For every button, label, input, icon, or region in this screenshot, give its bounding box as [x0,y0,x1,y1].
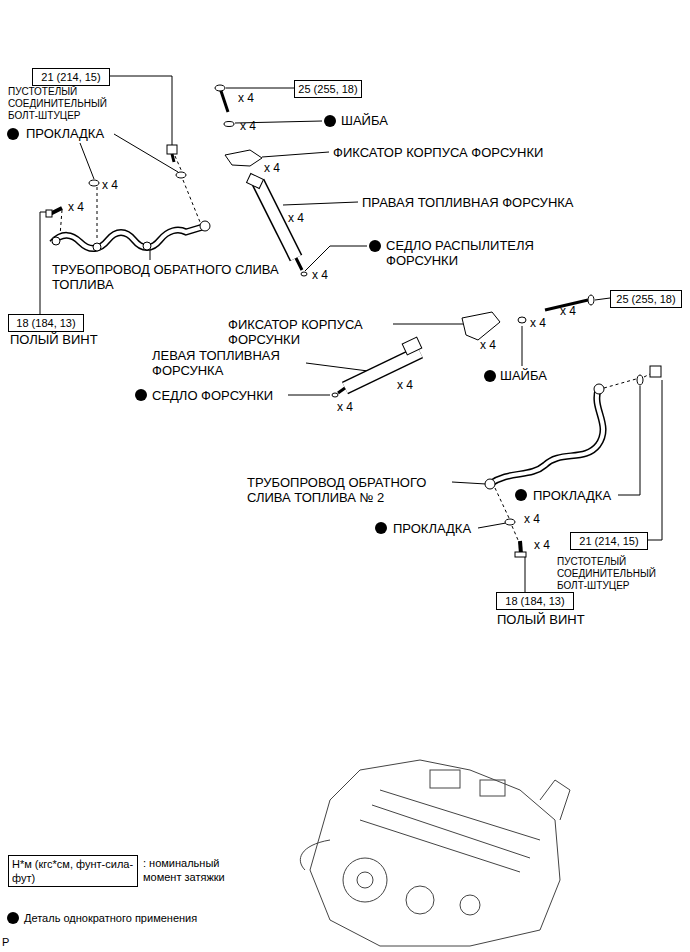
quantity-label: x 4 [534,538,550,552]
part-label: ШАЙБА [341,113,388,128]
part-label: ФИКСАТОР КОРПУСА ФОРСУНКИ [333,145,543,160]
return-pipe-2 [485,366,661,557]
torque-value: 18 (184, 13) [500,594,570,608]
quantity-label: x 4 [530,316,546,330]
torque-box: 25 (255, 18) [610,290,682,308]
part-label: ПУСТОТЕЛЫЙ СОЕДИНИТЕЛЬНЫЙ БОЛТ-ШТУЦЕР [8,86,113,122]
assembly-lines [60,156,650,540]
quantity-label: x 4 [524,512,540,526]
torque-value: 21 (214, 15) [36,70,106,84]
part-label: ТРУБОПРОВОД ОБРАТНОГО СЛИВА ТОПЛИВА [52,262,337,292]
torque-value: 25 (255, 18) [298,82,358,96]
torque-value: 18 (184, 13) [12,316,80,330]
quantity-label: x 4 [288,211,304,225]
part-label: ПРОКЛАДКА [393,521,471,536]
figure-code: P [2,936,9,949]
part-label: СЕДЛО РАСПЫЛИТЕЛЯ ФОРСУНКИ [386,238,576,268]
part-label: ФИКСАТОР КОРПУСА ФОРСУНКИ [228,317,388,347]
part-label: ПРОКЛАДКА [533,488,611,503]
quantity-label: x 4 [102,178,118,192]
torque-box: 18 (184, 13) [496,592,574,610]
quantity-label: x 4 [480,338,496,352]
part-label: ПРОКЛАДКА [26,126,104,141]
right-injector-group [215,85,307,276]
quantity-label: x 4 [312,268,328,282]
part-label: СЕДЛО ФОРСУНКИ [152,388,273,403]
torque-box: 21 (214, 15) [32,68,110,86]
part-label: ПОЛЫЙ ВИНТ [497,612,585,627]
fittings [46,145,186,217]
leader-lines [40,76,662,592]
legend-unit-box: Н*м (кгс*см, фунт-сила-фут) [8,855,138,887]
torque-box: 25 (255, 18) [294,80,362,98]
quantity-label: x 4 [337,400,353,414]
part-label: ПРАВАЯ ТОПЛИВНАЯ ФОРСУНКА [362,195,574,210]
quantity-label: x 4 [68,200,84,214]
left-injector-group [332,295,594,397]
quantity-label: x 4 [238,91,254,105]
part-label: ПОЛЫЙ ВИНТ [10,332,98,347]
torque-value: 21 (214, 15) [574,534,644,548]
part-label: ПУСТОТЕЛЫЙ СОЕДИНИТЕЛЬНЫЙ БОЛТ-ШТУЦЕР [557,556,667,592]
part-label: ТРУБОПРОВОД ОБРАТНОГО СЛИВА ТОПЛИВА № 2 [247,475,447,505]
engine-sketch [300,760,570,946]
torque-value: 25 (255, 18) [614,292,678,306]
legend-text: Деталь однократного применения [24,911,197,925]
quantity-label: x 4 [240,119,256,133]
part-label: ШАЙБА [500,368,547,383]
single-use-marks [7,115,527,924]
part-label: ЛЕВАЯ ТОПЛИВНАЯ ФОРСУНКА [152,348,302,378]
quantity-label: x 4 [560,304,576,318]
torque-value: Н*м (кгс*см, фунт-сила-фут) [12,857,134,885]
return-pipe [52,221,210,251]
legend-text: : номинальный момент затяжки [143,856,243,884]
torque-box: 18 (184, 13) [8,314,84,332]
quantity-label: x 4 [264,161,280,175]
torque-box: 21 (214, 15) [570,532,648,550]
quantity-label: x 4 [397,378,413,392]
